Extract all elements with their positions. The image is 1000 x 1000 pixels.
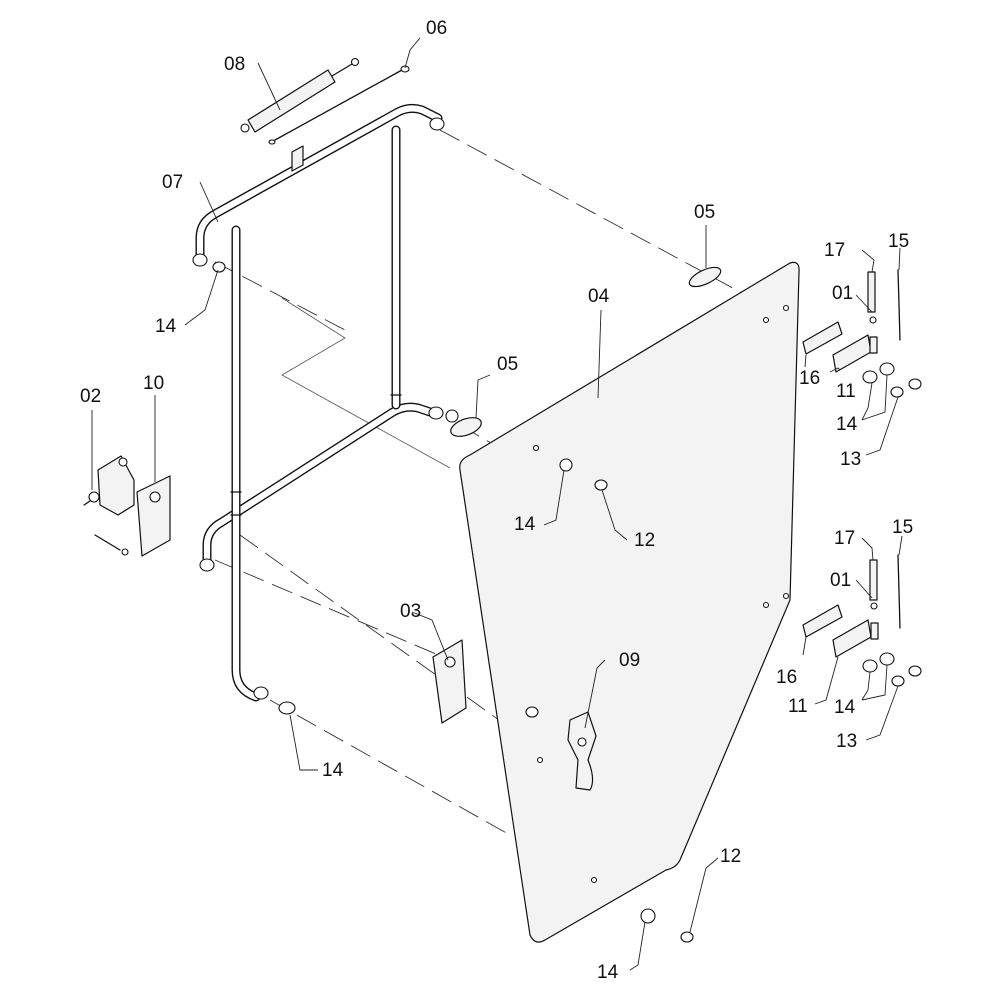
washers-screws (559, 458, 694, 943)
pads (445, 266, 722, 437)
latch-assembly (83, 455, 135, 556)
strut-bracket (291, 145, 304, 172)
callout-09: 09 (619, 650, 640, 671)
callout-15-upper: 15 (888, 231, 909, 252)
lower-hinge (802, 554, 922, 687)
frame-end-caps (192, 117, 445, 715)
callout-02: 02 (80, 386, 101, 407)
callout-03: 03 (400, 601, 421, 622)
callout-14-lower-hinge: 14 (834, 697, 856, 718)
callout-14-bottom: 14 (597, 962, 619, 983)
callout-11-upper: 11 (836, 381, 856, 402)
leader-lines (91, 37, 903, 971)
callout-16-upper: 16 (799, 368, 820, 389)
upper-hinge (802, 269, 922, 398)
callout-labels: 06 08 07 14 05 04 05 02 10 14 12 03 09 1… (80, 18, 913, 983)
break-line (281, 297, 451, 469)
callout-14-mid: 14 (514, 514, 536, 535)
tubular-frame (195, 103, 443, 702)
gas-strut (240, 57, 360, 133)
callout-13-upper: 13 (840, 449, 861, 470)
bracket-plate (432, 639, 467, 724)
callout-08: 08 (224, 54, 245, 75)
callout-17-lower: 17 (834, 528, 855, 549)
callout-12-bottom: 12 (720, 846, 741, 867)
callout-01-upper: 01 (832, 283, 853, 304)
callout-04: 04 (588, 286, 610, 307)
callout-01-lower: 01 (830, 570, 851, 591)
callout-14-lower-left: 14 (322, 760, 344, 781)
callout-13-lower: 13 (836, 731, 857, 752)
handle (567, 711, 597, 791)
callout-11-lower: 11 (788, 696, 808, 717)
callout-14-upper-hinge: 14 (836, 414, 858, 435)
callout-06: 06 (426, 18, 447, 39)
callout-12-mid: 12 (634, 530, 655, 551)
callout-14-upper-left: 14 (155, 316, 177, 337)
callout-17-upper: 17 (824, 240, 845, 261)
mounting-plate (136, 475, 171, 557)
cable (268, 65, 410, 145)
glass-panel (459, 261, 800, 943)
callout-10: 10 (143, 373, 164, 394)
callout-05-middle: 05 (497, 354, 518, 375)
callout-05-upper: 05 (694, 202, 715, 223)
callout-16-lower: 16 (776, 667, 797, 688)
callout-07: 07 (162, 172, 183, 193)
callout-15-lower: 15 (892, 517, 913, 538)
panel-holes (525, 304, 790, 884)
